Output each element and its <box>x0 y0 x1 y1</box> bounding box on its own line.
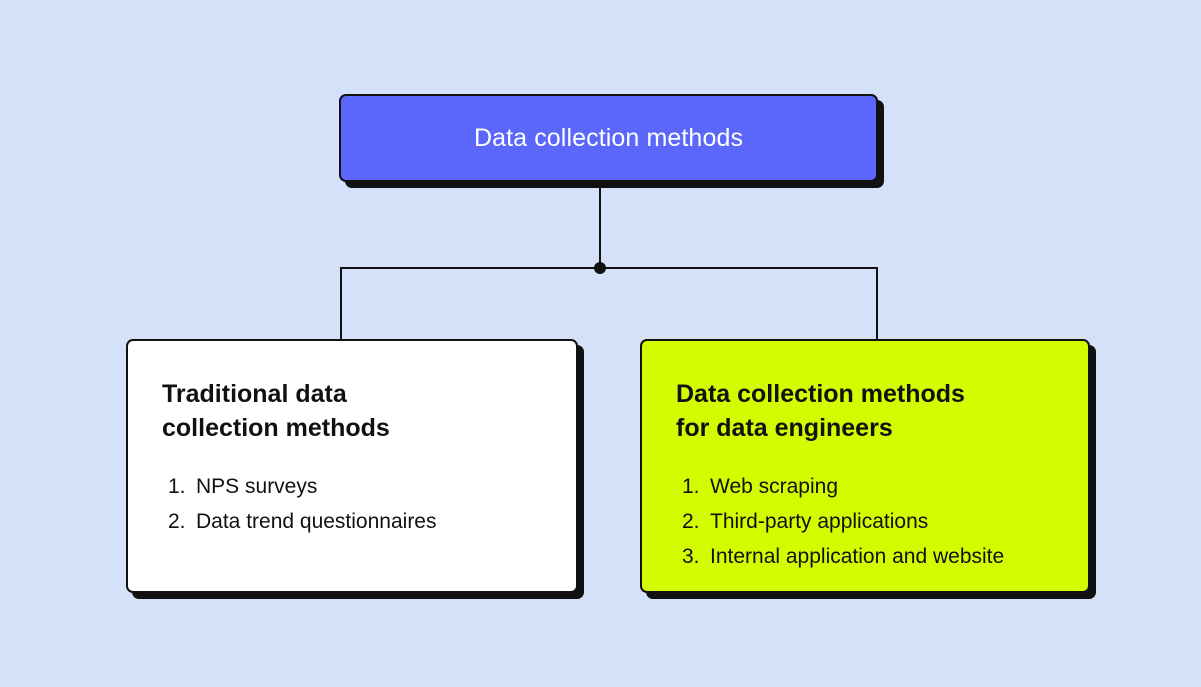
traditional-methods-title-line1: Traditional data <box>162 380 347 408</box>
data-engineer-methods-list: 1. Web scraping 2. Third-party application… <box>676 469 1058 574</box>
list-item: 1. Web scraping <box>682 469 1058 504</box>
list-item-number: 3. <box>682 545 700 568</box>
junction-dot <box>594 262 606 274</box>
list-item-number: 2. <box>168 510 186 533</box>
list-item-number: 1. <box>682 475 700 498</box>
data-engineer-methods-title-line2: for data engineers <box>676 414 893 442</box>
data-engineer-methods-title: Data collection methods for data enginee… <box>676 377 1058 445</box>
list-item: 1. NPS surveys <box>168 469 546 504</box>
traditional-methods-title: Traditional data collection methods <box>162 377 546 445</box>
list-item: 3. Internal application and website <box>682 539 1058 574</box>
list-item-number: 1. <box>168 475 186 498</box>
list-item-text: Internal application and website <box>710 545 1005 568</box>
root-node: Data collection methods <box>339 94 878 182</box>
list-item: 2. Third-party applications <box>682 504 1058 539</box>
list-item-text: NPS surveys <box>196 475 318 498</box>
list-item-text: Data trend questionnaires <box>196 510 437 533</box>
data-engineer-methods-node: Data collection methods for data enginee… <box>640 339 1090 593</box>
list-item-text: Third-party applications <box>710 510 929 533</box>
root-node-label: Data collection methods <box>473 123 744 152</box>
list-item: 2. Data trend questionnaires <box>168 504 546 539</box>
traditional-methods-node: Traditional data collection methods 1. NP… <box>126 339 578 593</box>
list-item-text: Web scraping <box>710 475 839 498</box>
data-engineer-methods-title-line1: Data collection methods <box>676 380 965 408</box>
traditional-methods-title-line2: collection methods <box>162 414 390 442</box>
list-item-number: 2. <box>682 510 700 533</box>
traditional-methods-list: 1. NPS surveys 2. Data trend questionnaire… <box>162 469 546 539</box>
